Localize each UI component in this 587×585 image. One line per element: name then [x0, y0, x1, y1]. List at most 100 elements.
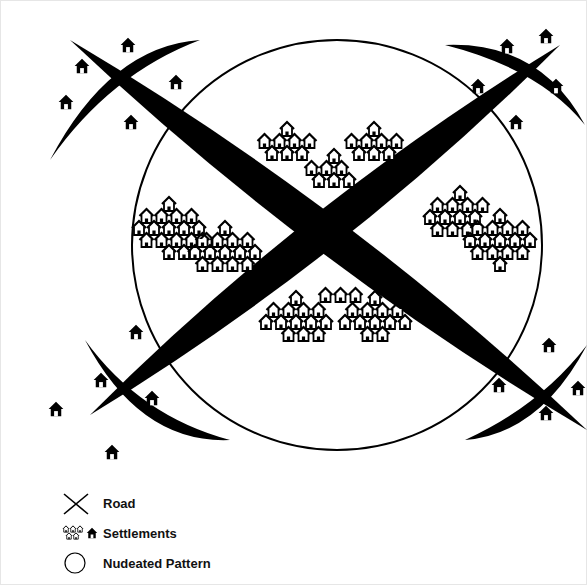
house-icon [509, 115, 524, 130]
house-icon [471, 221, 485, 235]
house-icon [147, 221, 161, 235]
house-icon [124, 115, 139, 130]
house-icon [486, 221, 500, 235]
road [85, 340, 230, 440]
road [465, 345, 587, 440]
house-icon [297, 327, 311, 341]
house-icon [218, 245, 232, 259]
house-icon [501, 221, 515, 235]
house-icon [383, 315, 397, 329]
road [70, 40, 587, 430]
house-icon [305, 161, 319, 175]
house-icon [312, 173, 326, 187]
house-icon [218, 221, 232, 235]
house-icon [196, 233, 210, 247]
road [50, 40, 200, 160]
house-icon [320, 161, 334, 175]
house-icon [241, 233, 255, 247]
house-icon [241, 257, 255, 271]
house-icon [188, 245, 202, 259]
house-icon [282, 303, 296, 317]
house-icon [288, 134, 302, 148]
legend-label: Road [103, 496, 136, 512]
house-icon [129, 325, 144, 340]
house-icon [493, 257, 507, 271]
house-icon [453, 210, 467, 224]
house-icon [280, 146, 294, 160]
house-icon [162, 245, 176, 259]
house-icon [334, 288, 348, 302]
house-icon [335, 161, 349, 175]
house-icon [367, 146, 381, 160]
house-icon [438, 210, 452, 224]
house-icon [376, 303, 390, 317]
house-icon [471, 245, 485, 259]
legend-label: Settlements [103, 526, 177, 542]
house-icon [539, 406, 554, 421]
house-icon [280, 122, 294, 136]
house-icon [140, 233, 154, 247]
house-icon [155, 209, 169, 223]
house-icon [258, 134, 272, 148]
house-icon [312, 327, 326, 341]
house-icon [471, 79, 486, 94]
house-icon [542, 338, 557, 353]
house-icon [282, 327, 296, 341]
house-icon [327, 173, 341, 187]
house-icon [226, 257, 240, 271]
legend-settlement-sample [63, 526, 97, 539]
legend-label: Nudeated Pattern [103, 556, 211, 572]
house-icon [463, 233, 477, 247]
house-icon [349, 288, 363, 302]
house-icon [49, 402, 64, 417]
road [445, 45, 585, 125]
house-icon [361, 327, 375, 341]
house-icon [265, 146, 279, 160]
house-icon [338, 315, 352, 329]
house-icon [274, 315, 288, 329]
house-icon [259, 315, 273, 329]
house-icon [75, 59, 90, 74]
house-icon [390, 134, 404, 148]
house-icon [327, 149, 341, 163]
house-icon [312, 303, 326, 317]
house-icon [446, 222, 460, 236]
house-icon [346, 303, 360, 317]
house-icon [376, 327, 390, 341]
house-icon [486, 245, 500, 259]
house-icon [297, 303, 311, 317]
house-icon [423, 210, 437, 224]
house-icon [211, 233, 225, 247]
house-icon [345, 134, 359, 148]
road [90, 45, 560, 415]
house-icon [162, 197, 176, 211]
house-icon [169, 75, 184, 90]
house-icon [516, 245, 530, 259]
house-icon [162, 221, 176, 235]
house-icon [361, 303, 375, 317]
house-icon [476, 198, 490, 212]
house-icon [461, 198, 475, 212]
house-icon [398, 315, 412, 329]
house-icon [59, 95, 74, 110]
house-icon [508, 233, 522, 247]
house-icon [368, 315, 382, 329]
house-icon [132, 221, 146, 235]
house-icon [493, 233, 507, 247]
house-icon [289, 291, 303, 305]
house-icon [170, 233, 184, 247]
house-icon [319, 288, 333, 302]
house-icon [226, 233, 240, 247]
house-icon [233, 245, 247, 259]
house-icon [170, 209, 184, 223]
house-icon [352, 146, 366, 160]
house-icon [105, 445, 120, 460]
house-icon [295, 146, 309, 160]
house-icon [431, 222, 445, 236]
house-icon [539, 29, 554, 44]
legend-road-sample [64, 494, 88, 514]
house-icon [493, 209, 507, 223]
road-lines [50, 40, 587, 440]
